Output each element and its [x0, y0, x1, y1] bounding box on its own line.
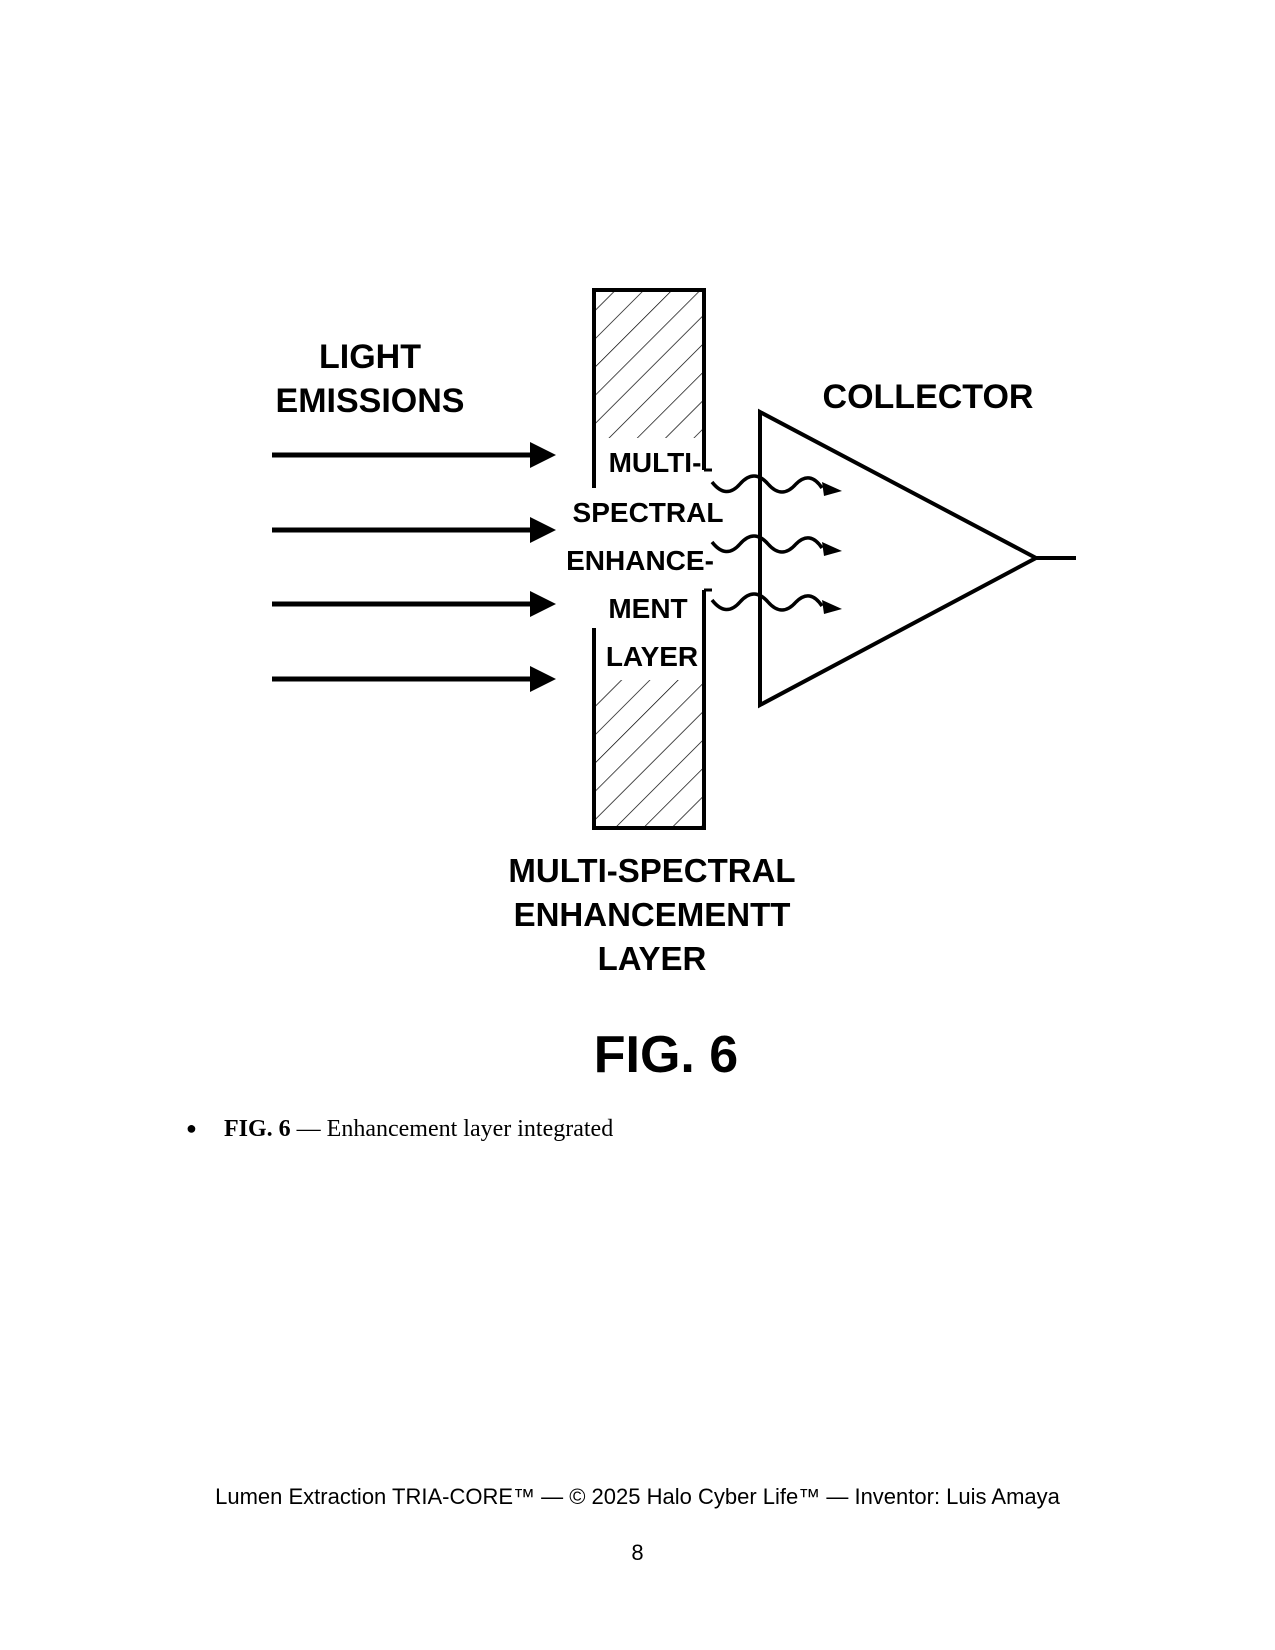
layer-top-hatch	[594, 290, 704, 438]
emission-wave	[710, 534, 824, 554]
caption-text: — Enhancement layer integrated	[290, 1116, 614, 1142]
input-arrow-head	[530, 666, 556, 692]
input-label-line-1: LIGHT	[319, 338, 421, 376]
figure-number: FIG. 6	[594, 1026, 738, 1084]
layer-bottom-label-line-1: MULTI-SPECTRAL	[508, 852, 795, 889]
layer-inner-label-line-3: ENHANCE-	[566, 545, 714, 576]
layer-bottom-hatch	[594, 680, 704, 828]
input-arrow-head	[530, 517, 556, 543]
input-arrow-head	[530, 442, 556, 468]
caption-label: FIG. 6	[224, 1116, 291, 1142]
layer-inner-label-line-4: MENT	[608, 593, 687, 624]
input-arrow-head	[530, 591, 556, 617]
emission-wave-arrowhead	[822, 600, 842, 614]
collector-triangle	[758, 408, 1041, 709]
layer-bottom-label-line-2: ENHANCEMENTT	[514, 896, 791, 933]
layer-bottom-label-line-3: LAYER	[598, 940, 707, 977]
input-label-line-2: EMISSIONS	[276, 382, 465, 420]
bullet-icon: ●	[186, 1118, 197, 1138]
layer-inner-label-line-2: SPECTRAL	[573, 497, 724, 528]
page-number: 8	[631, 1540, 644, 1565]
layer-bottom-outline	[592, 590, 706, 830]
page-footer: Lumen Extraction TRIA-CORE™ — © 2025 Hal…	[215, 1484, 1060, 1509]
input-arrows	[272, 442, 556, 692]
enhancement-layer-diagram: LIGHT EMISSIONS MULTI- SPECTRAL ENHANCE-…	[272, 288, 1076, 1084]
layer-top-outline	[592, 288, 706, 488]
emission-wave-arrowhead	[822, 542, 842, 556]
emission-wave	[710, 474, 824, 494]
layer-inner-label-line-1: MULTI-	[609, 447, 702, 478]
layer-inner-label-line-5: LAYER	[606, 641, 698, 672]
collector-label: COLLECTOR	[823, 378, 1034, 416]
figure-caption: ● FIG. 6 — Enhancement layer integrated	[186, 1116, 613, 1143]
enhancement-layer	[592, 288, 712, 830]
emission-wave	[710, 592, 824, 612]
emission-waves	[710, 474, 842, 614]
emission-wave-arrowhead	[822, 482, 842, 496]
